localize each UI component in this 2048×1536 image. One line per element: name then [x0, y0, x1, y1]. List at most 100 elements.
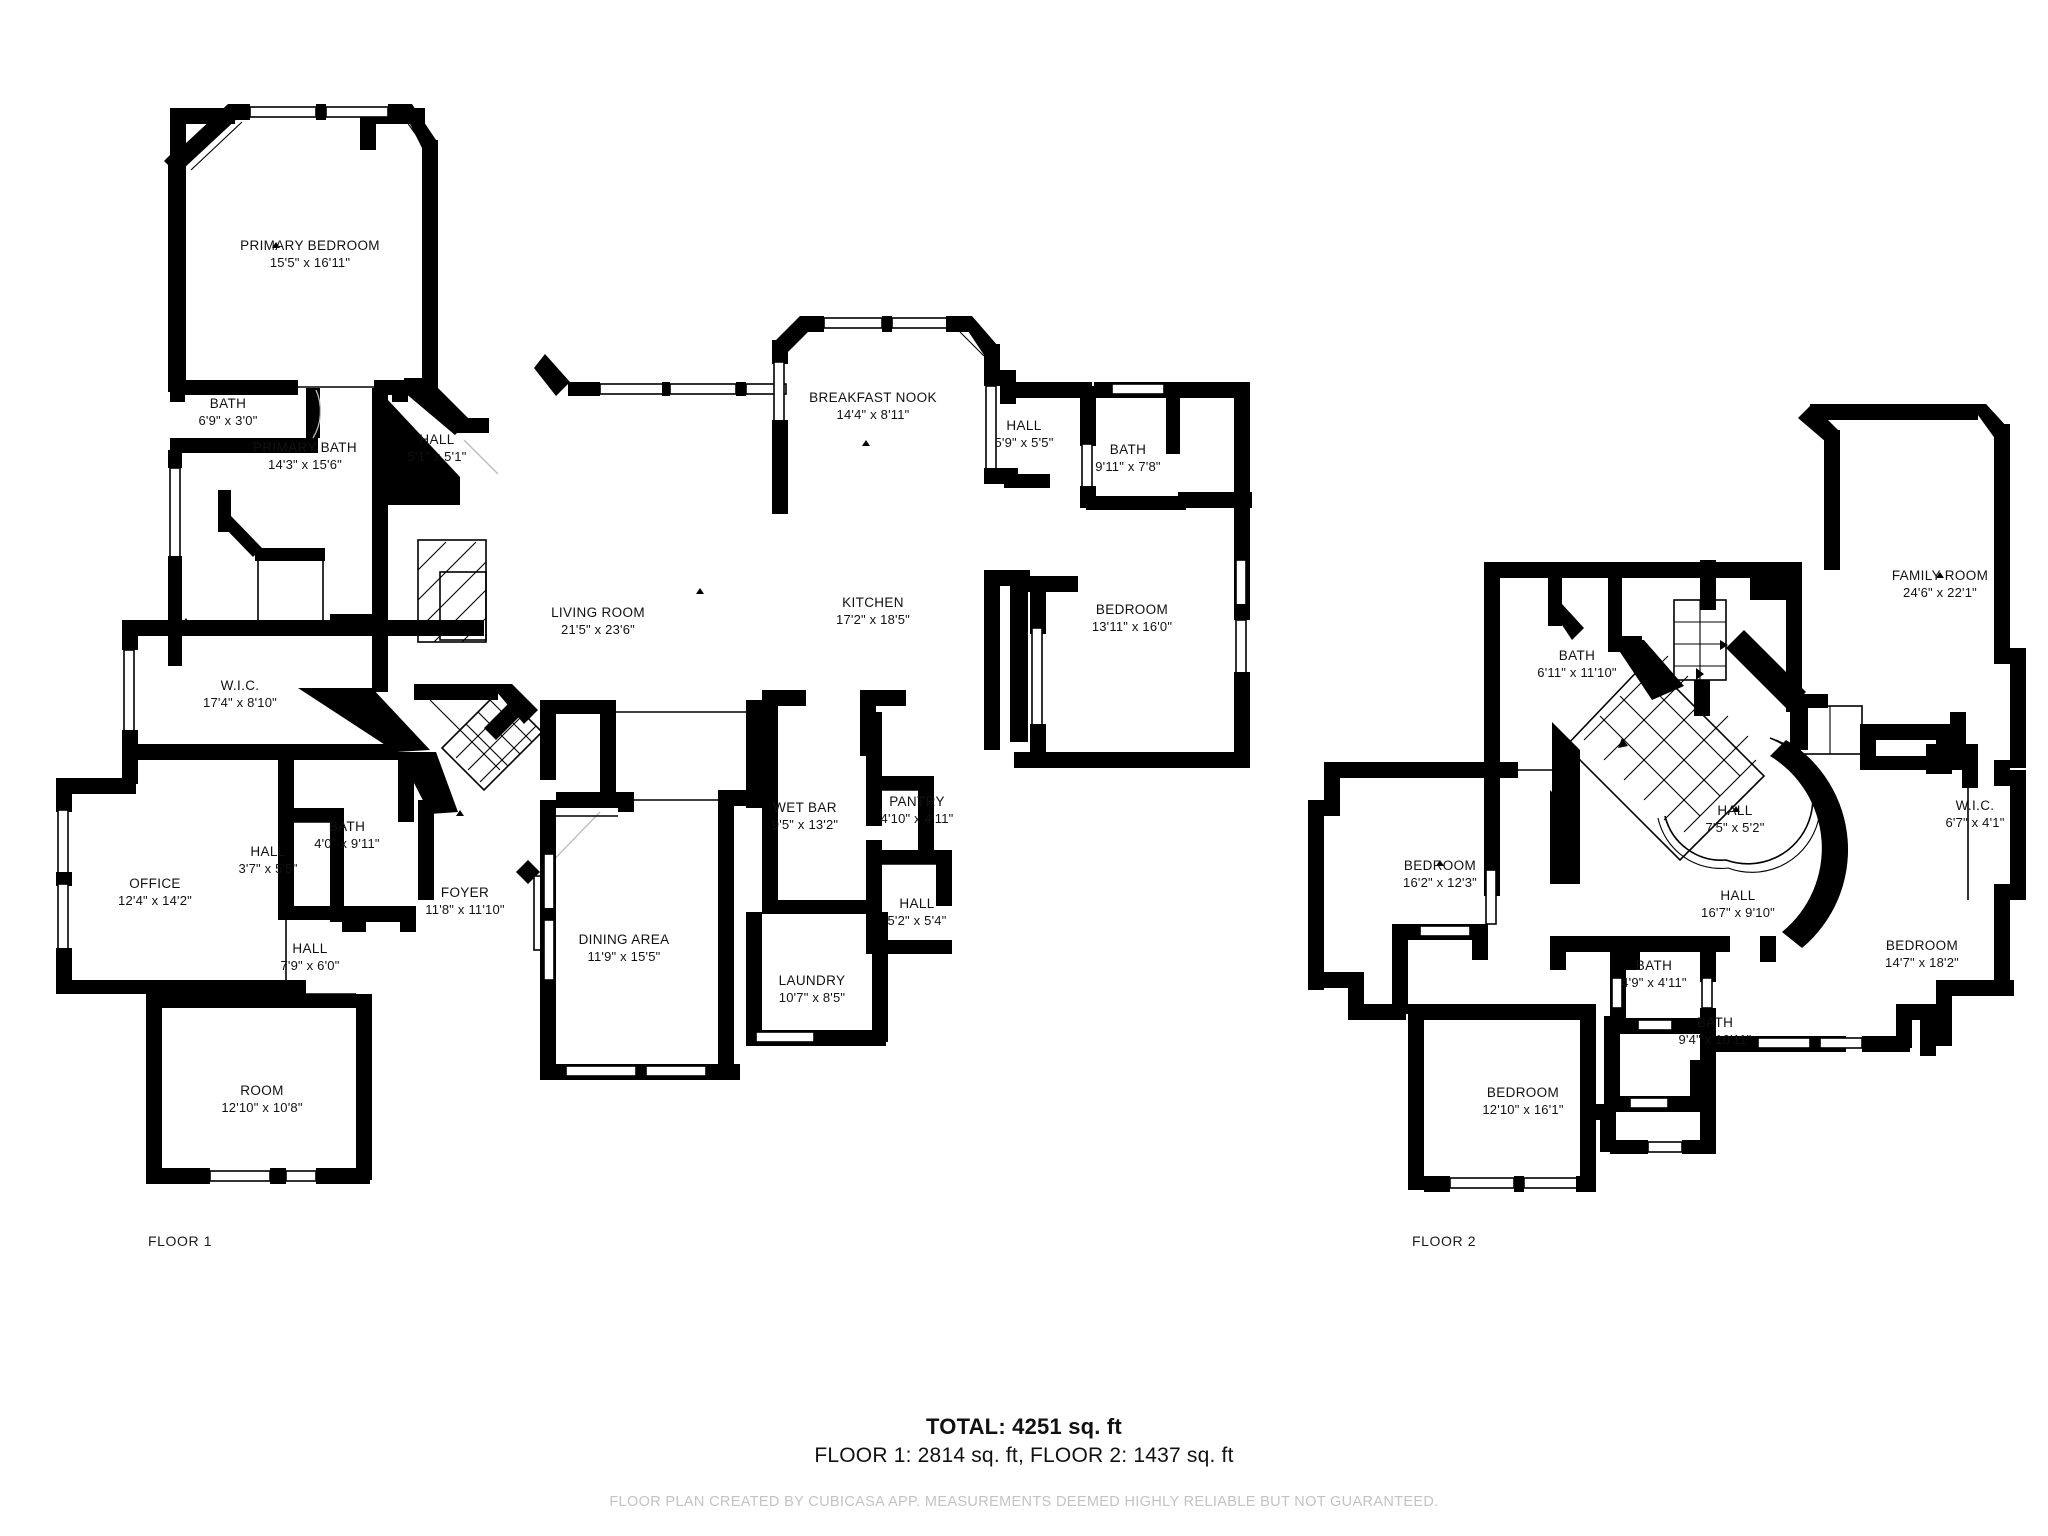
- room-name: PANTRY: [889, 794, 945, 809]
- room-dimensions: 21'5" x 23'6": [561, 622, 635, 637]
- room-name: W.I.C.: [221, 678, 260, 693]
- room-name: FAMILY ROOM: [1892, 568, 1988, 583]
- floor-breakdown-label: FLOOR 1: 2814 sq. ft, FLOOR 2: 1437 sq. …: [814, 1444, 1234, 1467]
- room-dimensions: 24'6" x 22'1": [1903, 585, 1977, 600]
- room-label: FOYER 11'8" x 11'10": [425, 885, 505, 917]
- room-name: HALL: [899, 896, 934, 911]
- total-area-label: TOTAL: 4251 sq. ft: [926, 1414, 1122, 1439]
- hall-primary-walls: [392, 378, 499, 475]
- wetbar-cluster-walls: [746, 712, 952, 1046]
- room-dimensions: 16'7" x 9'10": [1701, 905, 1775, 920]
- hall-office-walls: [278, 744, 338, 920]
- room-name: BATH: [1559, 648, 1595, 663]
- room-name: HALL: [292, 941, 327, 956]
- family-room-walls: [1798, 404, 2026, 774]
- room-name: PRIMARY BATH: [253, 440, 357, 455]
- dimension-ticks-floor2: [1436, 572, 1944, 866]
- room-dimensions: 6'11" x 11'10": [1537, 665, 1617, 680]
- room-label: HALL 7'9" x 6'0": [280, 941, 339, 973]
- room-label: BEDROOM 14'7" x 18'2": [1885, 938, 1959, 970]
- room-dimensions: 4'0" x 9'11": [314, 836, 380, 851]
- room-name: BATH: [210, 396, 246, 411]
- room-dimensions: 5'1" x 5'1": [407, 449, 466, 464]
- bath-2-walls: [330, 808, 416, 932]
- foyer-walls: [414, 684, 601, 951]
- room-dimensions: 7'5" x 5'2": [1705, 820, 1764, 835]
- room-dimensions: 14'7" x 18'2": [1885, 955, 1959, 970]
- room-name: PRIMARY BEDROOM: [240, 238, 380, 253]
- room-dimensions: 11'8" x 11'10": [425, 902, 505, 917]
- room-name: W.I.C.: [1956, 798, 1995, 813]
- room-dimensions: 12'10" x 16'1": [1482, 1102, 1564, 1117]
- room-dimensions: 14'3" x 15'6": [268, 457, 342, 472]
- wetbar-link-walls: [746, 700, 762, 808]
- room-label: BATH 9'4" x 10'11": [1679, 1015, 1752, 1047]
- bedroom-floor1-walls: [1014, 552, 1250, 768]
- room-name: LAUNDRY: [779, 973, 846, 988]
- room-walls: [146, 980, 372, 1184]
- room-label: BEDROOM 13'11" x 16'0": [1092, 602, 1173, 634]
- room-dimensions: 9'4" x 10'11": [1679, 1032, 1752, 1047]
- room-dimensions: 13'11" x 16'0": [1092, 619, 1173, 634]
- room-name: WET BAR: [773, 800, 837, 815]
- room-name: BREAKFAST NOOK: [809, 390, 937, 405]
- room-dimensions: 9'11" x 7'8": [1095, 459, 1161, 474]
- room-name: BEDROOM: [1096, 602, 1168, 617]
- room-dimensions: 4'9" x 4'11": [1621, 975, 1687, 990]
- room-label: BATH 4'9" x 4'11": [1621, 958, 1687, 990]
- floor2-upper-walls: [1468, 560, 1806, 778]
- room-dimensions: 5'9" x 5'5": [994, 435, 1053, 450]
- room-dimensions: 6'9" x 3'0": [198, 413, 257, 428]
- room-label: DINING AREA 11'9" x 15'5": [579, 932, 670, 964]
- room-dimensions: 4'10" x 4'11": [881, 811, 954, 826]
- breakfast-nook-walls: [772, 316, 1018, 514]
- room-name: BATH: [1636, 958, 1672, 973]
- room-name: HALL: [1006, 418, 1041, 433]
- room-dimensions: 16'2" x 12'3": [1403, 875, 1477, 890]
- foyer-stair-hatch: [440, 688, 544, 792]
- room-name: HALL: [1720, 888, 1755, 903]
- room-dimensions: 17'2" x 18'5": [836, 612, 910, 627]
- floor-2-caption: FLOOR 2: [1412, 1233, 1476, 1249]
- floor2-stair-hatch: [1564, 655, 1766, 862]
- room-label: LAUNDRY 10'7" x 8'5": [779, 973, 846, 1005]
- room-label: HALL 16'7" x 9'10": [1701, 888, 1775, 920]
- room-name: DINING AREA: [579, 932, 670, 947]
- room-label: W.I.C.6'7" x 4'1": [1945, 798, 2004, 830]
- room-dimensions: 10'7" x 8'5": [779, 990, 846, 1005]
- room-dimensions: 3'7" x 5'5": [238, 861, 297, 876]
- room-dimensions: 11'9" x 15'5": [588, 949, 661, 964]
- room-dimensions: 7'9" x 6'0": [280, 958, 339, 973]
- stair-hatch-floor1: [417, 539, 487, 643]
- dimension-ticks-floor1: [182, 242, 870, 816]
- room-name: LIVING ROOM: [551, 605, 645, 620]
- room-dimensions: 14'4" x 8'11": [837, 407, 910, 422]
- room-name: FOYER: [441, 885, 489, 900]
- room-dimensions: 17'4" x 8'10": [203, 695, 277, 710]
- room-label: W.I.C. 17'4" x 8'10": [203, 678, 277, 710]
- room-label: BEDROOM 12'10" x 16'1": [1482, 1085, 1564, 1117]
- dining-area-walls: [540, 790, 748, 1080]
- floor-2-group: FLOOR 2: [1308, 404, 2026, 1249]
- room-label: PRIMARY BATH 14'3" x 15'6": [253, 440, 357, 472]
- room-name: BATH: [1697, 1015, 1733, 1030]
- room-label: BATH 6'9" x 3'0": [198, 396, 257, 428]
- floor-1-caption: FLOOR 1: [148, 1233, 212, 1249]
- wic-floor2-walls: [1790, 694, 1970, 774]
- room-name: BEDROOM: [1487, 1085, 1559, 1100]
- floor2-curved-hall: [1550, 655, 1821, 884]
- room-name: ROOM: [240, 1083, 283, 1098]
- room-label: BATH 6'11" x 11'10": [1537, 648, 1617, 680]
- room-name: BEDROOM: [1886, 938, 1958, 953]
